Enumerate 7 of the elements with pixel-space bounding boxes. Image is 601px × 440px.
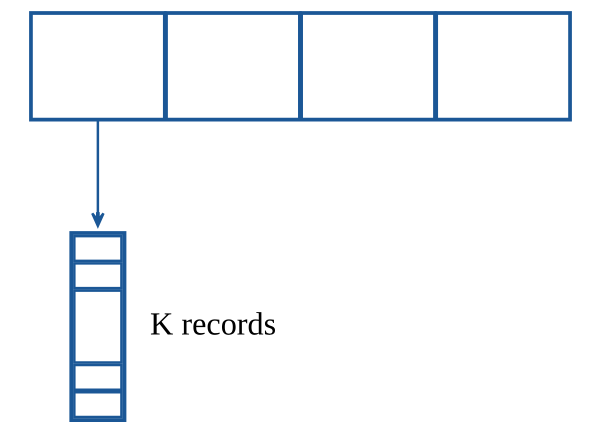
node-box [164, 11, 302, 122]
node-label: K records [150, 305, 276, 342]
node-box [299, 11, 437, 122]
node-box [434, 11, 572, 122]
node-bar [69, 231, 126, 422]
node-box [29, 11, 167, 122]
arrow [91, 120, 105, 228]
